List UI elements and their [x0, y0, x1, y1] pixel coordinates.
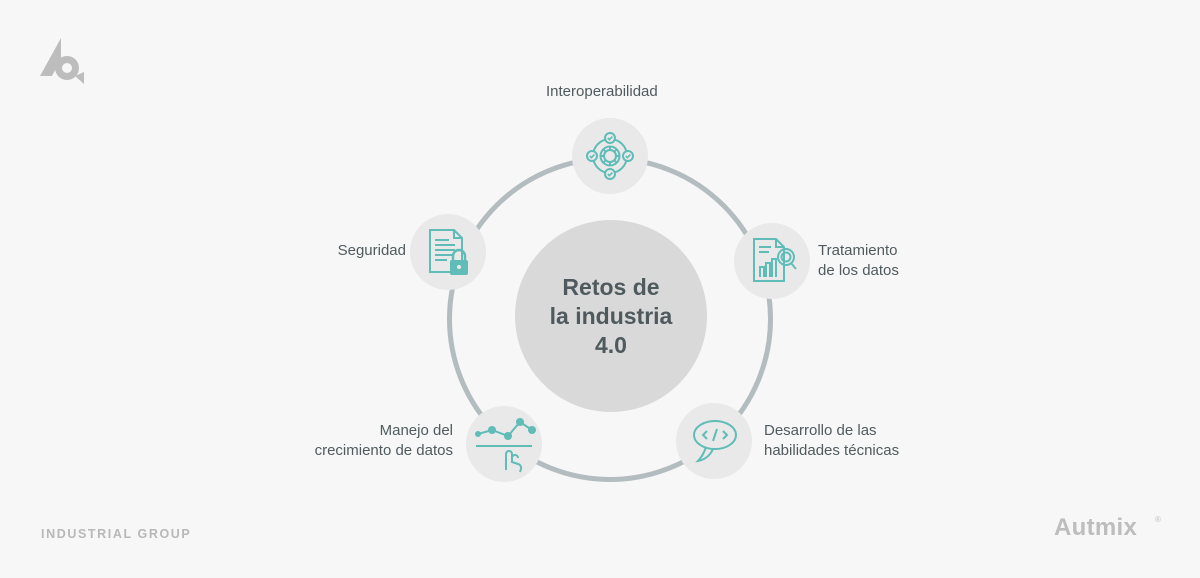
diagram-title: Retos de la industria 4.0	[549, 273, 673, 358]
industrial-group-tagline: INDUSTRIAL GROUP	[41, 527, 192, 541]
autmix-brand: Autmix	[1054, 514, 1138, 541]
hand-line-chart-icon	[475, 418, 536, 473]
company-logo-icon	[40, 38, 84, 84]
node-manejo-crecimiento	[466, 406, 542, 482]
node-label-desarrollo-habilidades: Desarrollo de las habilidades técnicas	[764, 422, 900, 459]
document-magnifier-chart-icon	[753, 238, 797, 282]
node-interoperabilidad	[572, 118, 648, 194]
code-speech-bubble-icon	[693, 420, 737, 463]
center-hub: Retos de la industria 4.0	[515, 220, 707, 412]
locked-document-icon	[429, 229, 468, 275]
node-tratamiento-datos	[734, 223, 810, 299]
node-label-interoperabilidad: Interoperabilidad	[546, 83, 658, 100]
node-label-tratamiento-datos: Tratamiento de los datos	[818, 242, 899, 279]
node-desarrollo-habilidades	[676, 403, 752, 479]
node-label-seguridad: Seguridad	[337, 242, 406, 259]
node-seguridad	[410, 214, 486, 290]
registered-mark: ®	[1155, 515, 1161, 524]
gear-network-icon	[586, 132, 634, 180]
node-label-manejo-crecimiento: Manejo del crecimiento de datos	[314, 422, 453, 459]
